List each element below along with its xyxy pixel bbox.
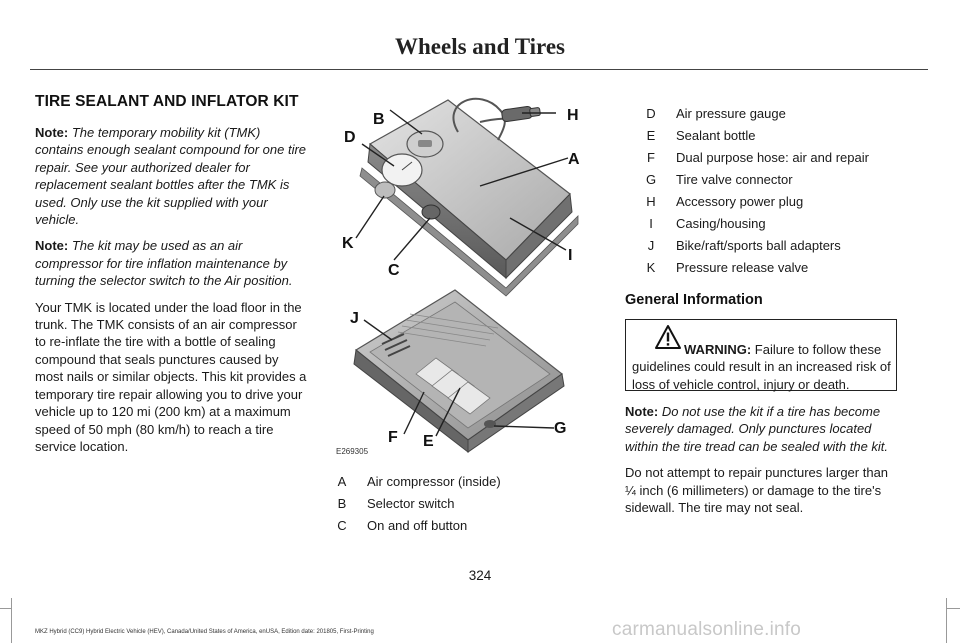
callout-letter: E [423,433,434,450]
note-paragraph: Note: The temporary mobility kit (TMK) c… [35,124,307,228]
callout-letter: B [373,111,385,128]
right-column-heading: General Information [625,292,901,308]
callout-letter: A [568,151,580,168]
legend-text: Air pressure gauge [676,106,786,121]
callout-letter: D [344,129,356,146]
callout-letter: H [567,107,579,124]
legend-key: C [337,518,347,533]
on-off-button-icon [421,204,441,220]
figure-legend-right: D Air pressure gauge E Sealant bottle F … [641,106,931,286]
legend-key: B [337,496,347,511]
callout-letter: C [388,262,400,279]
pressure-gauge-icon [381,153,423,187]
note-text: The temporary mobility kit (TMK) contain… [35,125,307,228]
right-column-body: Note: Do not use the kit if a tire has b… [625,403,901,525]
selector-switch-icon [406,130,444,158]
tmk-kit-illustration: B H D A K I C J G F E [342,97,580,454]
note-paragraph: Note: The kit may be used as an air comp… [35,237,307,289]
legend-key: A [337,474,347,489]
page-number: 324 [468,568,492,583]
legend-text: Tire valve connector [676,172,793,187]
callout-letter: K [342,235,354,252]
legend-text: Accessory power plug [676,194,804,209]
legend-text: Dual purpose hose: air and repair [676,150,869,165]
legend-text: On and off button [367,518,468,533]
power-plug-icon [501,105,541,123]
footer-text: MKZ Hybrid (CC9) Hybrid Electric Vehicle… [35,629,374,635]
body-paragraph: Your TMK is located under the load floor… [35,299,307,454]
sealant-tray [353,289,565,454]
legend-key: D [646,106,656,121]
warning-box: WARNING: Failure to follow these guideli… [625,319,897,393]
warning-label: WARNING: [684,342,752,357]
legend-key: I [649,216,653,231]
legend-text: Casing/housing [676,216,766,231]
note-label: Note: [625,404,659,419]
note-text: The kit may be used as an air compressor… [35,238,293,289]
body-paragraph: Do not attempt to repair punctures large… [625,465,889,516]
release-valve-icon [374,181,396,199]
figure-code: E269305 [336,447,369,456]
callout-letter: F [388,429,398,446]
note-label: Note: [35,125,69,140]
legend-text: Selector switch [367,496,455,511]
legend-text: Pressure release valve [676,260,809,275]
note-label: Note: [35,238,69,254]
compressor-unit [359,97,579,297]
crop-mark [947,608,960,609]
legend-key: J [647,238,655,253]
legend-key: G [645,172,657,187]
left-column: TIRE SEALANT AND INFLATOR KIT Note: The … [35,93,307,464]
callout-letter: I [568,247,572,264]
callout-letter: J [350,310,359,327]
legend-text: Bike/raft/sports ball adapters [676,238,841,253]
warning-text-block: WARNING: Failure to follow these guideli… [632,341,892,393]
page-header-title: Wheels and Tires [395,34,565,59]
legend-text: Sealant bottle [676,128,756,143]
legend-key: E [646,128,656,143]
note-paragraph: Note: Do not use the kit if a tire has b… [625,403,901,455]
legend-key: F [647,150,655,165]
warning-triangle-icon [655,325,681,349]
legend-key: H [646,194,656,209]
section-title: TIRE SEALANT AND INFLATOR KIT [35,93,299,110]
header-divider [30,69,928,70]
valve-connector-icon [484,420,496,428]
subsection-title: General Information [625,292,763,308]
watermark: carmanualsonline.info [612,619,802,640]
warning-text: Failure to follow these guidelines could… [632,342,891,392]
callout-letter: G [554,420,566,437]
note-text: Do not use the kit if a tire has become … [625,404,889,454]
crop-mark [0,608,11,609]
crop-mark [946,598,947,643]
figure-legend-middle: A Air compressor (inside) B Selector swi… [332,474,612,544]
legend-text: Air compressor (inside) [367,474,501,489]
legend-key: K [646,260,656,275]
crop-mark [11,598,12,643]
